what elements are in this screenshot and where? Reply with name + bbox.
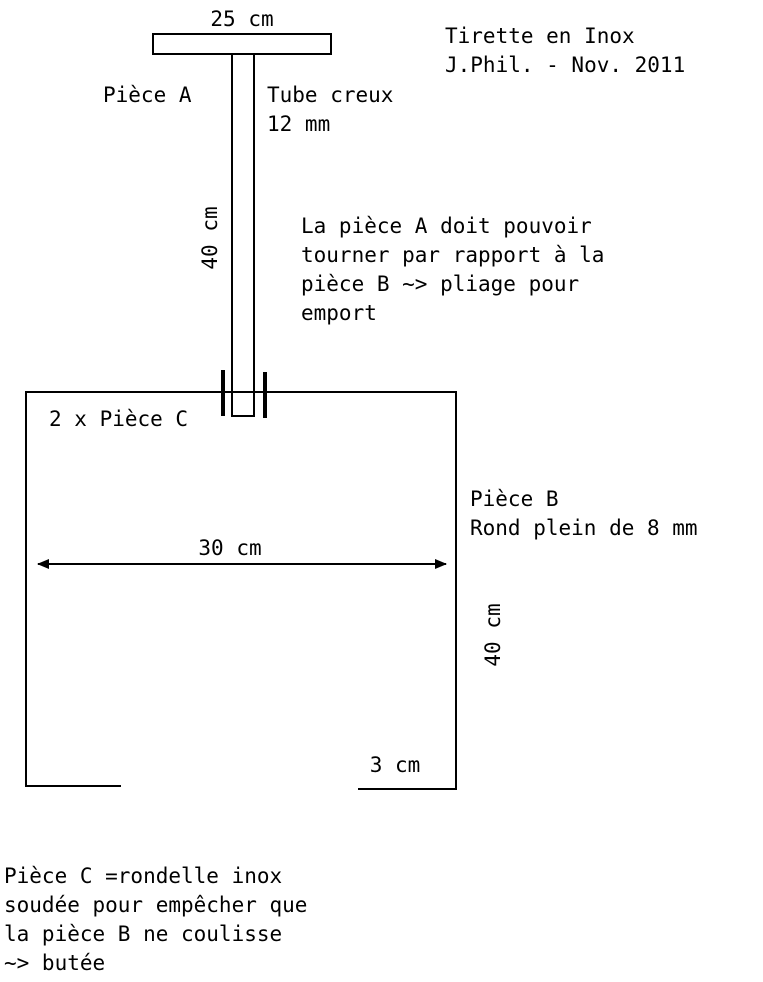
footnote-line2: soudée pour empêcher que — [4, 893, 307, 917]
footnote-line1: Pièce C =rondelle inox — [4, 864, 282, 888]
rotation-note-line4: emport — [301, 301, 377, 325]
tube-length-label: 40 cm — [198, 206, 222, 269]
tube-label: Tube creux — [267, 83, 393, 107]
frame-height-label: 40 cm — [481, 603, 505, 666]
piece-b-material: Rond plein de 8 mm — [470, 516, 698, 540]
piece-b-label: Pièce B — [470, 487, 559, 511]
piece-a-label: Pièce A — [103, 83, 192, 107]
frame-width-label: 30 cm — [198, 536, 261, 560]
diagram-title: Tirette en Inox — [445, 24, 635, 48]
rotation-note-line2: tourner par rapport à la — [301, 243, 604, 267]
piece-b-frame — [25, 391, 457, 790]
foot-length-label: 3 cm — [370, 753, 421, 777]
rotation-note-line3: pièce B ~> pliage pour — [301, 272, 579, 296]
piece-c-label: 2 x Pièce C — [49, 407, 188, 431]
tube-diameter-label: 12 mm — [267, 112, 330, 136]
rotation-note-line1: La pièce A doit pouvoir — [301, 214, 592, 238]
piece-a-tube — [231, 53, 255, 417]
handle-width-label: 25 cm — [210, 7, 273, 31]
footnote-line3: la pièce B ne coulisse — [4, 922, 282, 946]
footnote-line4: ~> butée — [4, 951, 105, 975]
piece-a-handle-bar — [152, 33, 332, 55]
author-date: J.Phil. - Nov. 2011 — [445, 53, 685, 77]
